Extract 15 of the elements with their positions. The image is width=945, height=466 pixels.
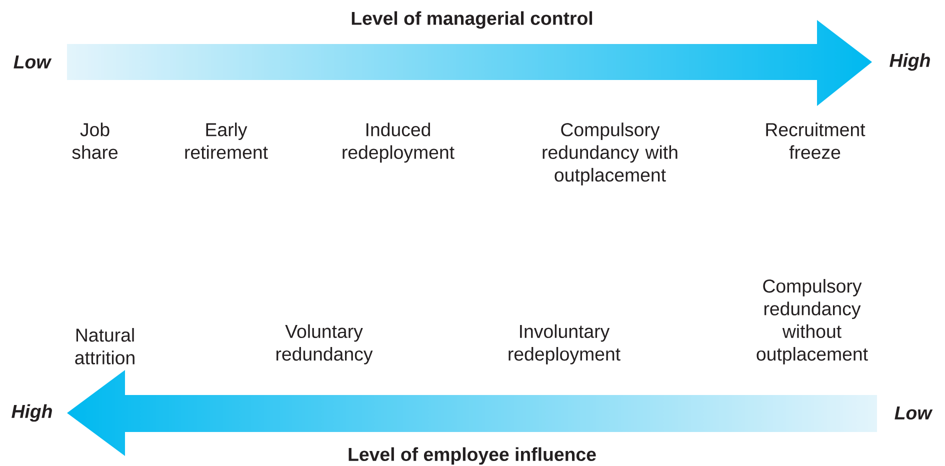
option-label: Natural attrition [75,328,134,364]
option-label: Voluntary redundancy [276,324,373,364]
option-label: Early retirement [185,122,268,159]
scale-end-label: Low [894,406,933,420]
axis-title: Level of employee influence [348,447,596,465]
option-label: Compulsory redundancy without outplacement [756,279,868,364]
option-label: Recruitment freeze [766,122,866,159]
option-label: Induced redeployment [342,122,454,163]
axis-title: Level of managerial control [352,11,592,29]
scale-end-label: High [890,53,930,71]
option-label: Compulsory redundancy with outplacement [542,122,678,186]
option-label: Job share [72,122,118,159]
option-label: Involuntary redeployment [508,324,620,364]
scale-end-label: Low [14,55,52,69]
scale-end-label: High [12,404,52,422]
